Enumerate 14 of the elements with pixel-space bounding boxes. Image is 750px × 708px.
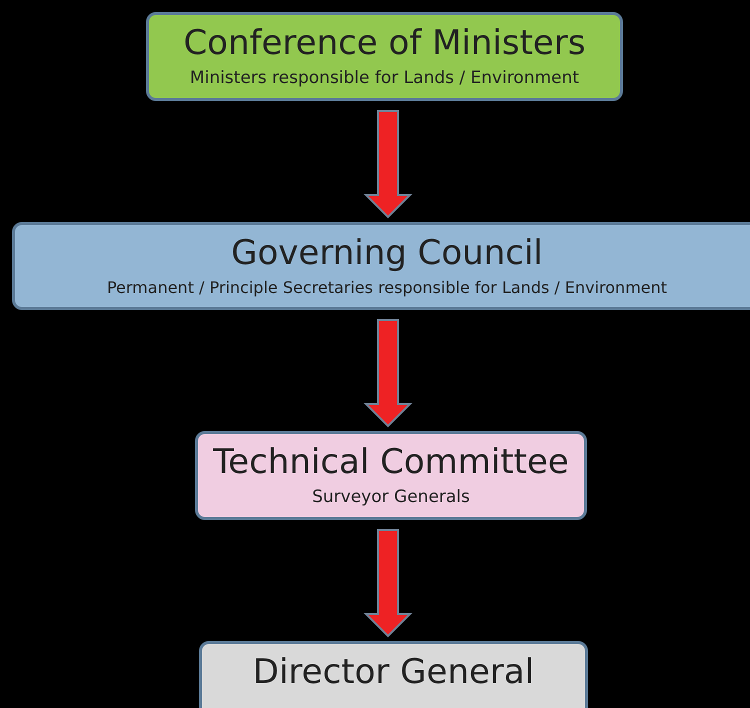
box-subtitle: Surveyor Generals	[312, 486, 470, 508]
box-title: Technical Committee	[213, 442, 569, 483]
box-title: Conference of Ministers	[183, 23, 586, 64]
org-box	[146, 12, 623, 101]
box-title: Governing Council	[231, 233, 543, 274]
box-subtitle: Ministers responsible for Lands / Environment	[190, 68, 580, 88]
org-box	[199, 641, 588, 708]
box-title: Director General	[252, 652, 534, 693]
block-arrow	[364, 529, 412, 638]
block-arrow	[364, 319, 412, 428]
box-subtitle: Permanent / Principle Secretaries responsible for Lands / Environment	[106, 278, 668, 297]
org-box	[195, 431, 587, 520]
block-arrow	[364, 110, 412, 218]
org-box	[12, 222, 750, 310]
